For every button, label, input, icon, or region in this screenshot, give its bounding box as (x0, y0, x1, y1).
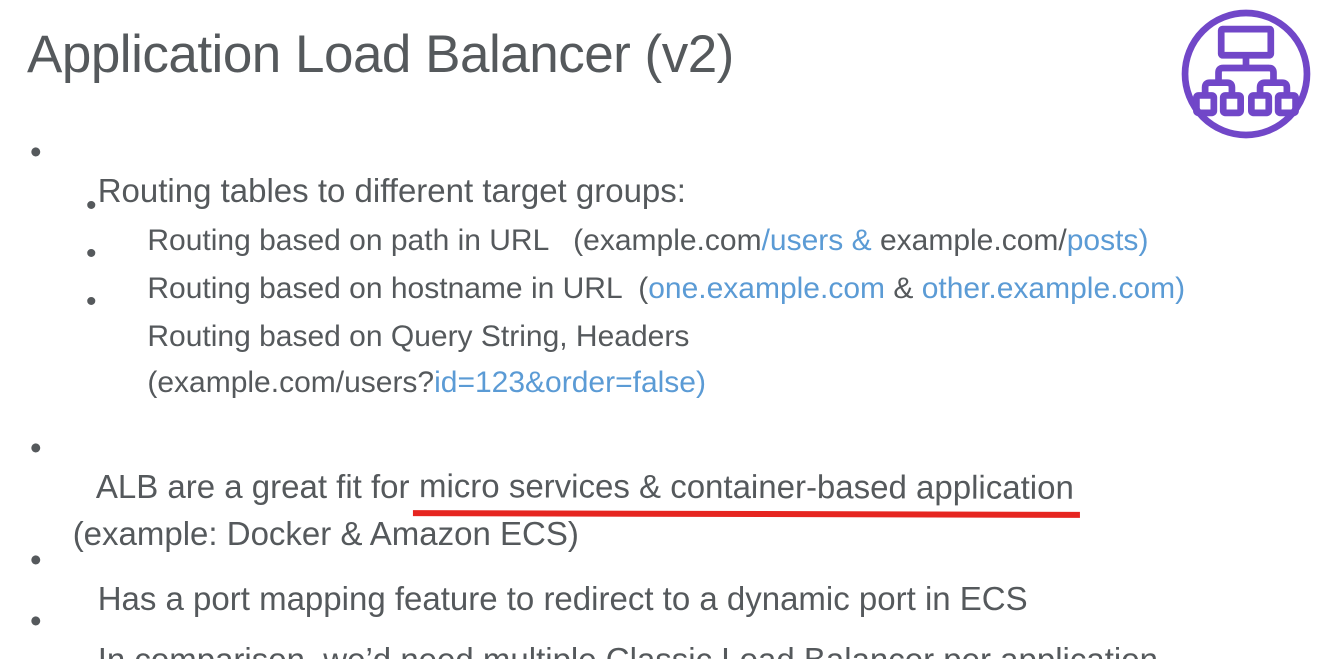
sub-bullet-querystring-example: (example.com/users?id=123&order=false) (114, 330, 706, 436)
text-segment: ALB are a great fit for (95, 467, 419, 505)
network-tree-icon (1179, 7, 1313, 141)
ampersand: & (885, 272, 922, 306)
closing-paren: ) (695, 366, 706, 400)
bullet-alb-fit: ALB are a great fit for micro services &… (30, 429, 1080, 556)
bullet-comparison: In comparison, we’d need multiple Classi… (30, 602, 1158, 659)
url-hostname-other: other.example.com (921, 272, 1176, 306)
closing-paren: ) (1175, 272, 1186, 306)
bullet-text: In comparison, we’d need multiple Classi… (98, 641, 1158, 659)
text-segment: (example.com/users? (147, 366, 435, 400)
page-title: Application Load Balancer (v2) (27, 25, 734, 84)
url-querystring: id=123&order=false (434, 366, 696, 400)
bullet-text: Routing based on Query String, Headers (147, 320, 690, 354)
sub-bullet-querystring-routing: Routing based on Query String, Headers (86, 284, 689, 390)
network-tree-icon-svg (1181, 9, 1311, 139)
